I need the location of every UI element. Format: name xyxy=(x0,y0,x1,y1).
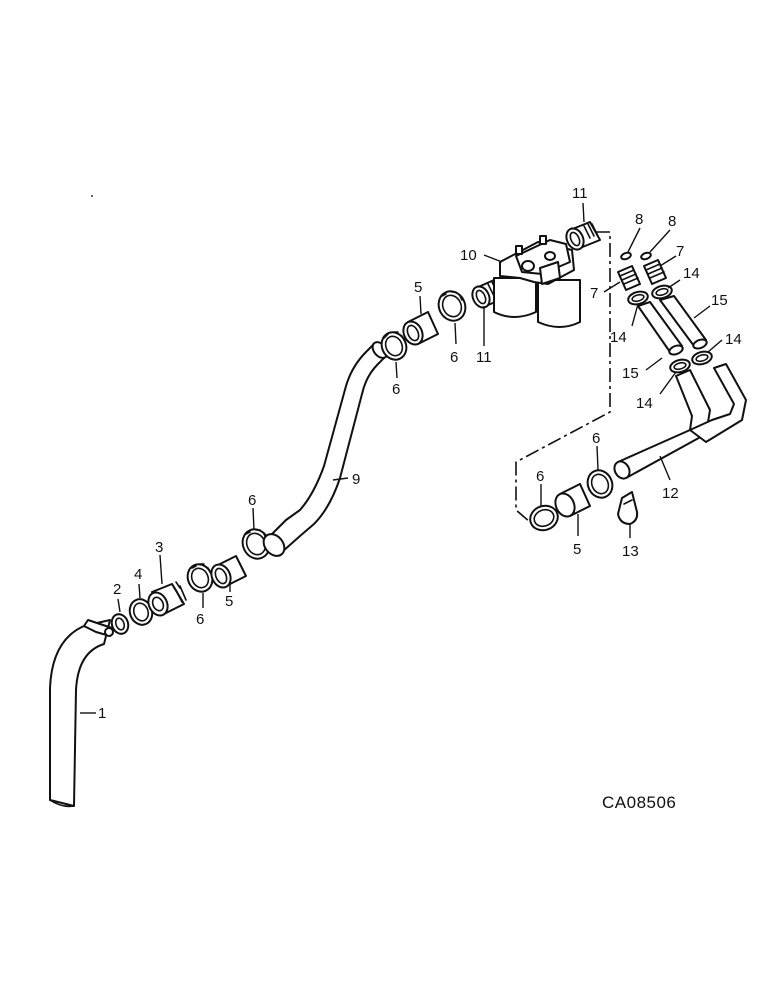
callout-5: 5 xyxy=(225,593,233,610)
callout-1: 1 xyxy=(98,705,106,722)
callout-10: 10 xyxy=(460,247,477,264)
callout-8: 8 xyxy=(635,211,643,228)
callout-14-d: 14 xyxy=(636,395,653,412)
part-3-fitting xyxy=(147,554,187,617)
part-6-clamp-e xyxy=(586,445,614,499)
part-6-clamp-a xyxy=(186,563,214,608)
callout-6-c: 6 xyxy=(392,381,400,398)
part-6-clamp-d xyxy=(437,290,467,345)
part-1-pipe xyxy=(49,619,114,808)
callout-9: 9 xyxy=(352,471,360,488)
callout-6: 6 xyxy=(196,611,204,628)
callout-3: 3 xyxy=(155,539,163,556)
part-5-sleeve-a xyxy=(210,555,247,592)
callout-14: 14 xyxy=(683,265,700,282)
callout-15-b: 15 xyxy=(622,365,639,382)
part-11-fitting-b xyxy=(565,202,601,251)
part-2-ring xyxy=(110,598,130,635)
speck xyxy=(91,195,93,197)
part-6-clamp-c xyxy=(380,331,408,379)
callout-5-b: 5 xyxy=(414,279,422,296)
callout-7-b: 7 xyxy=(590,285,598,302)
callout-12: 12 xyxy=(662,485,679,502)
callout-15: 15 xyxy=(711,292,728,309)
callout-11: 11 xyxy=(476,349,492,366)
callout-13: 13 xyxy=(622,543,639,560)
callout-14-b: 14 xyxy=(610,329,627,346)
part-15-hoses xyxy=(637,295,711,371)
part-8-orings xyxy=(620,227,671,261)
callout-2: 2 xyxy=(113,581,121,598)
callout-6-b: 6 xyxy=(248,492,256,509)
callout-8-b: 8 xyxy=(668,213,676,230)
callout-6-d: 6 xyxy=(450,349,458,366)
callout-14-c: 14 xyxy=(725,331,742,348)
part-12-hose-pair xyxy=(613,363,747,481)
part-6-clamp-f xyxy=(529,484,559,532)
alignment-line xyxy=(515,231,611,523)
part-10-filter-assembly xyxy=(483,235,581,328)
part-13-clip xyxy=(617,491,639,538)
part-5-sleeve-c xyxy=(554,483,591,536)
callout-6-f: 6 xyxy=(536,468,544,485)
part-9-hose xyxy=(262,341,389,557)
callout-11-b: 11 xyxy=(572,185,588,202)
callout-5-c: 5 xyxy=(573,541,581,558)
callout-6-e: 6 xyxy=(592,430,600,447)
callout-7: 7 xyxy=(676,243,684,260)
part-14-clamps xyxy=(627,279,723,395)
part-5-sleeve-b xyxy=(402,295,439,346)
part-7-elbow-fittings xyxy=(603,255,677,293)
callout-4: 4 xyxy=(134,566,142,583)
drawing-code: CA08506 xyxy=(602,793,676,812)
